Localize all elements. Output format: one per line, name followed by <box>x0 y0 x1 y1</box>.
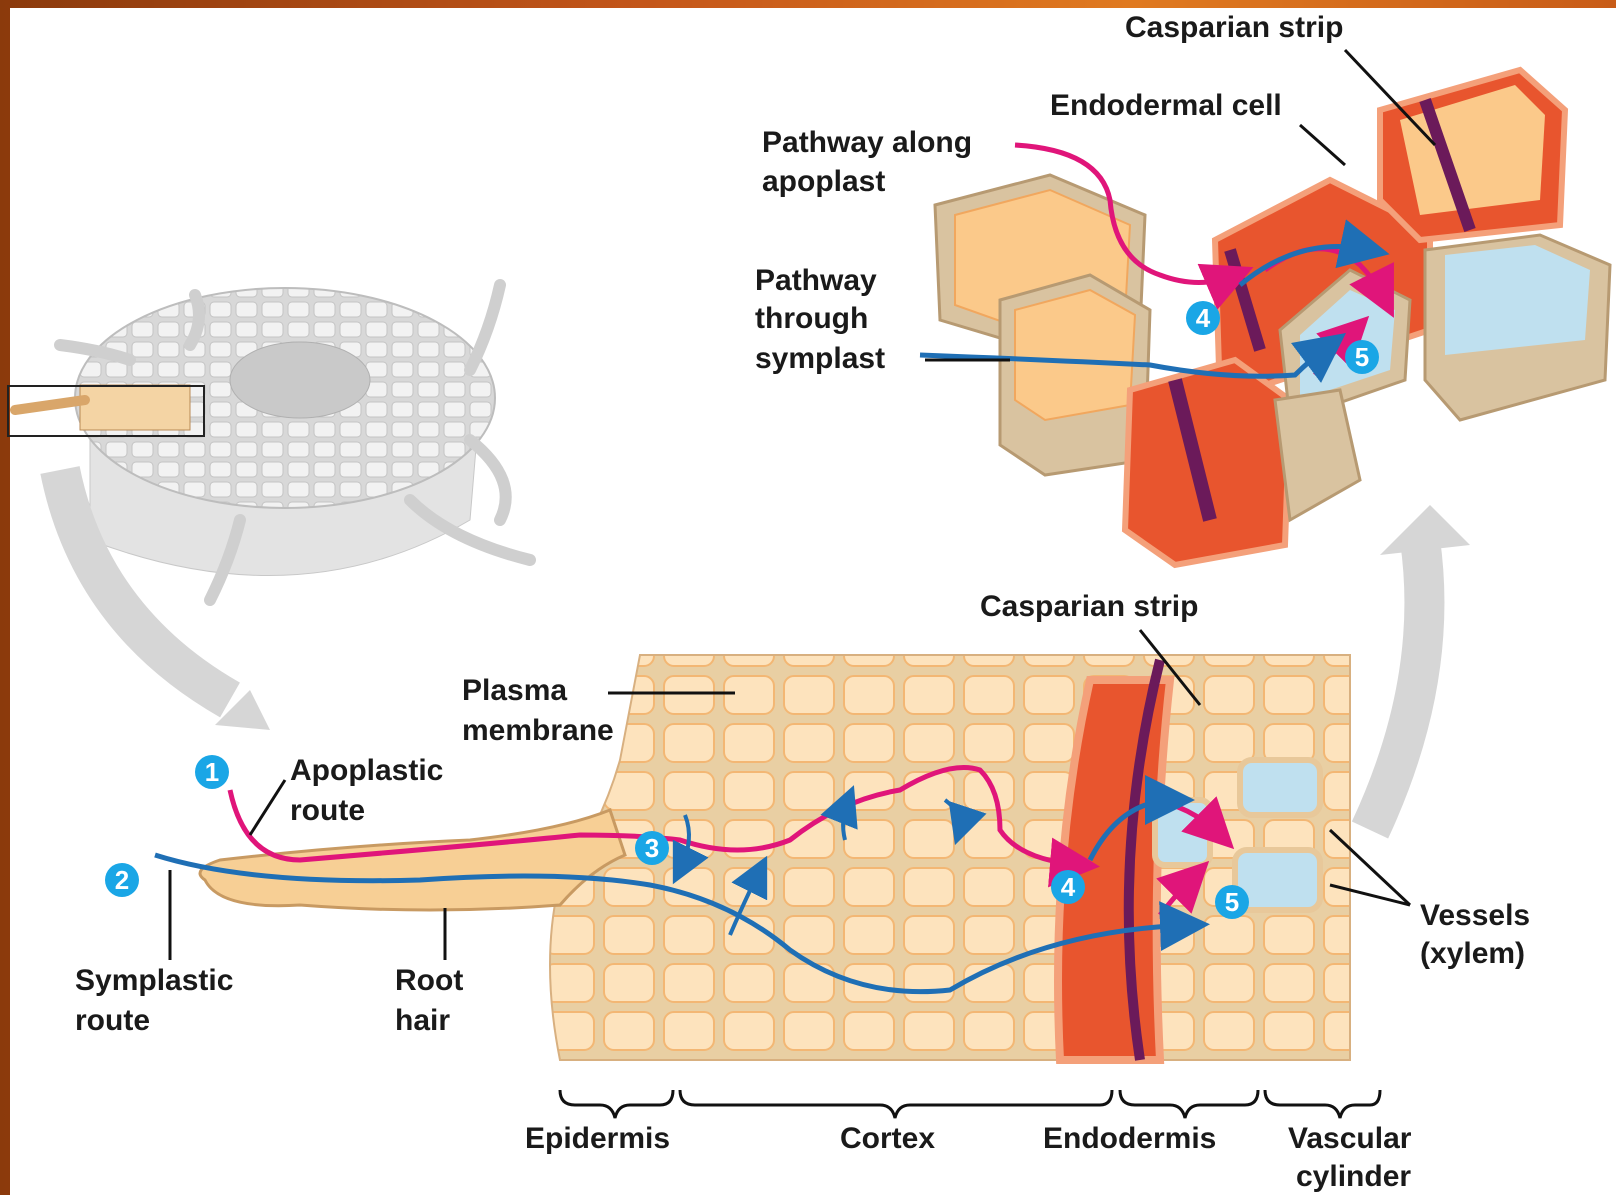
svg-text:4: 4 <box>1061 872 1076 902</box>
svg-text:1: 1 <box>205 757 219 787</box>
label-vessels-2: (xylem) <box>1420 937 1525 970</box>
label-pathway-symplast-2: through <box>755 302 868 335</box>
label-casparian-strip-top: Casparian strip <box>1125 11 1343 44</box>
step-badge-4-lower: 4 <box>1051 870 1085 904</box>
label-pathway-symplast-3: symplast <box>755 342 885 375</box>
step-badge-5-lower: 5 <box>1215 885 1249 919</box>
label-endodermal-cell: Endodermal cell <box>1050 89 1282 122</box>
label-epidermis: Epidermis <box>525 1122 670 1155</box>
label-apoplastic-route-1: Apoplastic <box>290 754 443 787</box>
root-hair <box>200 810 625 910</box>
svg-text:2: 2 <box>115 865 129 895</box>
region-braces <box>560 1090 1380 1118</box>
label-symplastic-route-2: route <box>75 1004 150 1037</box>
label-root-hair-1: Root <box>395 964 463 997</box>
label-vascular-1: Vascular <box>1288 1122 1412 1155</box>
endodermis-band <box>1058 680 1170 1060</box>
svg-text:5: 5 <box>1225 887 1239 917</box>
label-plasma-membrane-1: Plasma <box>462 674 567 707</box>
cell-block-3d <box>935 70 1610 565</box>
label-pathway-apoplast-1: Pathway along <box>762 126 972 159</box>
step-badge-4-upper: 4 <box>1186 301 1220 335</box>
step-badge-3: 3 <box>635 831 669 865</box>
label-vessels-1: Vessels <box>1420 899 1530 932</box>
step-badge-1: 1 <box>195 755 229 789</box>
svg-text:3: 3 <box>645 833 659 863</box>
svg-text:4: 4 <box>1196 303 1211 333</box>
label-apoplastic-route-2: route <box>290 794 365 827</box>
label-plasma-membrane-2: membrane <box>462 714 614 747</box>
zoom-arrow-right <box>1370 540 1424 830</box>
label-vascular-2: cylinder <box>1296 1160 1411 1193</box>
label-pathway-apoplast-2: apoplast <box>762 165 885 198</box>
tissue-block <box>200 655 1350 1060</box>
step-badge-2: 2 <box>105 863 139 897</box>
label-cortex: Cortex <box>840 1122 935 1155</box>
svg-text:5: 5 <box>1355 342 1369 372</box>
label-root-hair-2: hair <box>395 1004 450 1037</box>
step-badge-5-upper: 5 <box>1345 340 1379 374</box>
label-endodermis: Endodermis <box>1043 1122 1216 1155</box>
xylem-vessel <box>1240 760 1320 815</box>
label-casparian-strip-bottom: Casparian strip <box>980 590 1198 623</box>
label-pathway-symplast-1: Pathway <box>755 264 877 297</box>
label-symplastic-route-1: Symplastic <box>75 964 233 997</box>
